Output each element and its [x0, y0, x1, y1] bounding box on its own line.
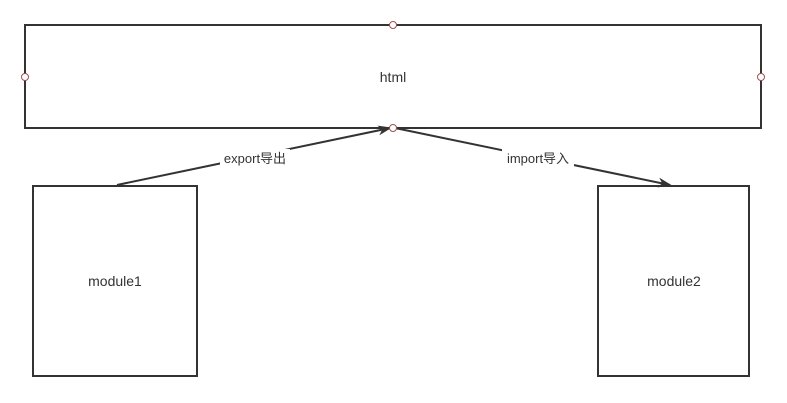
right-connection-handle[interactable]	[757, 73, 765, 81]
top-connection-handle[interactable]	[389, 21, 397, 29]
html-node-label: html	[380, 69, 406, 85]
module2-node[interactable]: module2	[597, 185, 750, 377]
export-edge[interactable]: export导出	[116, 125, 392, 186]
left-connection-handle[interactable]	[21, 73, 29, 81]
import-edge-label: import导入	[507, 151, 569, 166]
module1-node[interactable]: module1	[32, 185, 198, 377]
import-edge[interactable]: import导入	[394, 127, 672, 188]
html-node-box[interactable]	[24, 24, 762, 129]
module2-node-label: module2	[647, 273, 701, 289]
export-label-background	[220, 149, 290, 167]
module1-node-label: module1	[88, 273, 142, 289]
module1-node-box[interactable]	[32, 185, 198, 377]
module2-node-box[interactable]	[597, 185, 750, 377]
bottom-connection-handle[interactable]	[389, 124, 397, 132]
import-label-background	[502, 149, 574, 167]
export-edge-label: export导出	[224, 151, 286, 166]
html-node[interactable]: html	[24, 24, 762, 129]
